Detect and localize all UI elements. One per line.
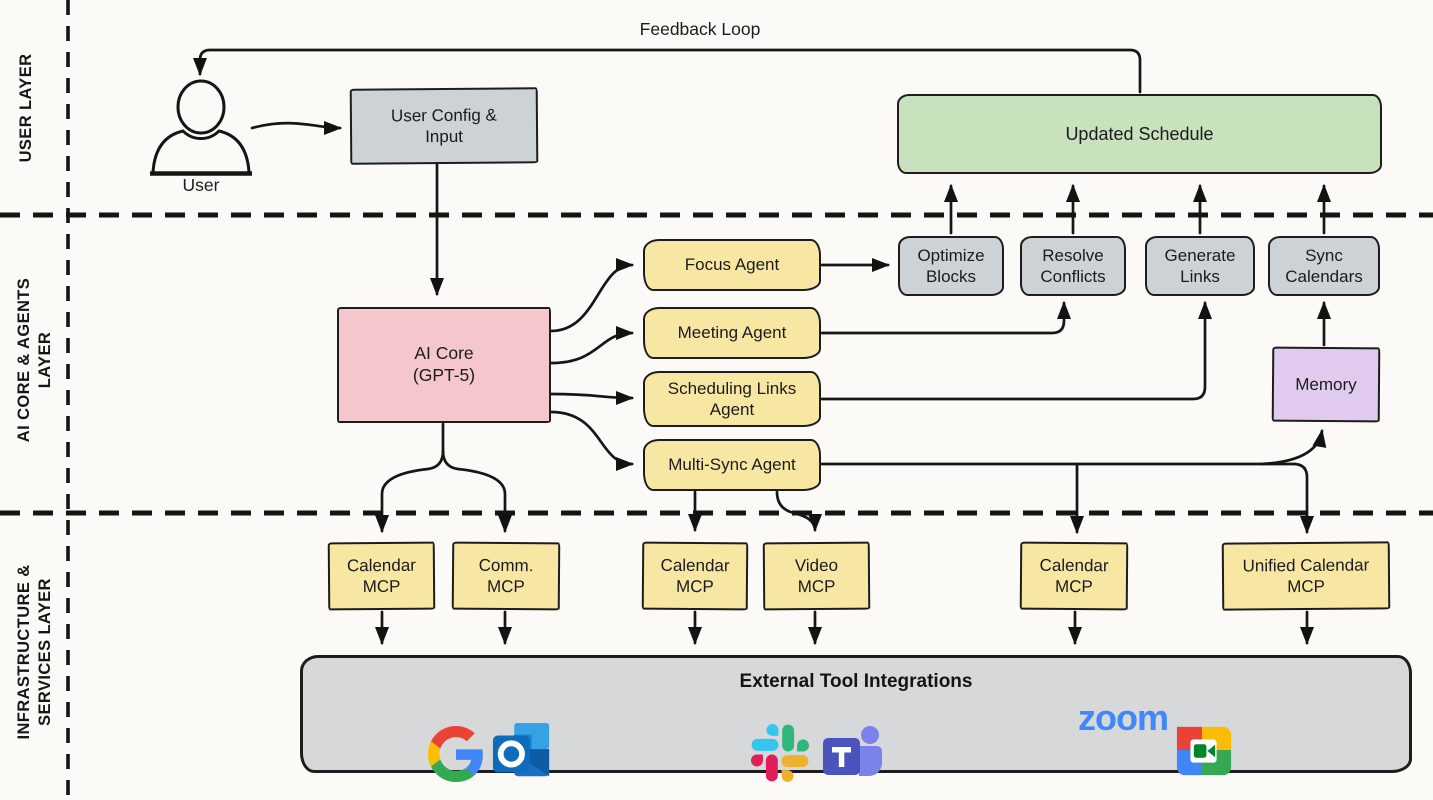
connector-feedback-loop [193,48,1142,94]
user-icon [150,79,252,176]
connector-user-to-config [250,120,342,135]
node-user-config: User Config & Input [349,87,539,165]
node-ai-core: AI Core (GPT-5) [337,307,551,423]
layer-label-infrastructure: INFRASTRUCTURE & SERVICES LAYER [15,564,54,740]
node-calendar-mcp-2: Calendar MCP [641,541,749,611]
connector-core-to-multisync [549,410,634,471]
layer-label-ai-core: AI CORE & AGENTS LAYER [15,277,54,443]
connector-core-to-calendar-mcp1 [375,449,445,533]
node-calendar-mcp-1: Calendar MCP [327,541,436,611]
connector-core-to-scheduling [549,390,634,405]
connector-multisync-to-memory [1260,429,1327,466]
slack-icon [751,703,809,783]
external-tools-title: External Tool Integrations [739,671,973,692]
node-memory: Memory [1271,346,1381,423]
node-focus-agent: Focus Agent [643,239,821,291]
connector-core-to-comm-mcp [441,449,512,533]
node-calendar-mcp-3: Calendar MCP [1019,541,1129,611]
connector-meeting-to-resolve [820,301,1071,335]
node-sync-calendars: Sync Calendars [1268,236,1380,296]
node-scheduling-links-agent: Scheduling Links Agent [643,371,821,427]
connector-scheduling-to-generate [820,301,1212,401]
outlook-icon [491,700,553,777]
node-optimize-blocks: Optimize Blocks [898,236,1004,296]
connector-core-to-focus [549,258,634,333]
zoom-logo: zoom [1078,697,1169,738]
connector-core-to-meeting [549,326,634,365]
node-resolve-conflicts: Resolve Conflicts [1020,236,1126,296]
layer-label-user: USER LAYER [17,53,35,163]
user-label: User [182,175,220,195]
node-updated-schedule: Updated Schedule [897,94,1382,174]
connector-multisync-to-video-mcp [775,490,822,532]
connector-multisync-to-unified-mcp [1293,462,1314,534]
google-icon [428,705,484,783]
teams-icon [821,701,885,777]
node-video-mcp: Video MCP [762,541,871,611]
node-meeting-agent: Meeting Agent [643,307,821,359]
node-comm-mcp: Comm. MCP [451,541,561,611]
feedback-loop-label: Feedback Loop [639,19,761,39]
node-unified-calendar-mcp: Unified Calendar MCP [1221,541,1391,611]
node-multi-sync-agent: Multi-Sync Agent [643,439,821,491]
google-meet-icon [1175,703,1233,776]
node-generate-links: Generate Links [1145,236,1255,296]
external-tools-box: External Tool Integrations [300,655,1412,783]
